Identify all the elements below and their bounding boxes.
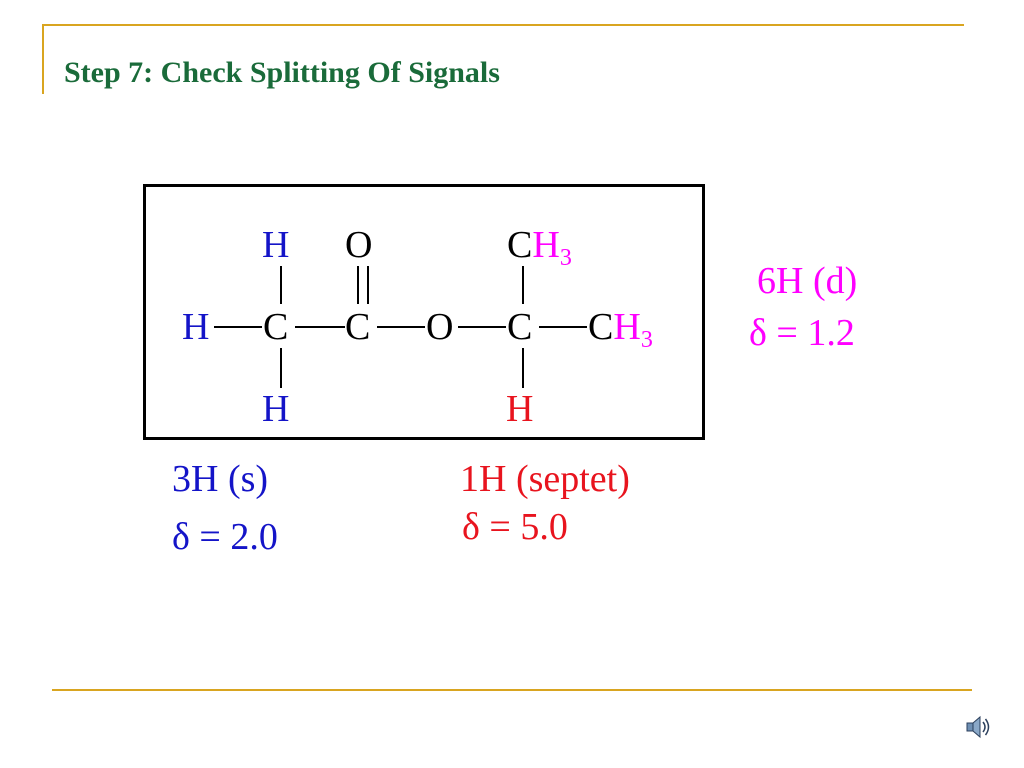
methine-septet-shift: δ = 5.0 (462, 506, 568, 548)
methyl-doublet-shift: δ = 1.2 (749, 312, 855, 354)
atom-ch3-top: CH3 (507, 224, 572, 271)
bond-c1-h-bottom (280, 348, 282, 388)
speaker-icon[interactable] (964, 712, 994, 742)
methine-septet-count: 1H (septet) (460, 458, 630, 500)
bond-c2-o-double-a (357, 266, 359, 304)
atom-h-bottom-right: H (506, 388, 534, 430)
atom-c1: C (263, 306, 289, 348)
molecule-box (143, 184, 705, 440)
bond-c2-o (377, 326, 425, 328)
bond-c2-o-double-b (367, 266, 369, 304)
atom-c3: C (507, 306, 533, 348)
atom-o-ester: O (426, 306, 454, 348)
bond-o-c3 (458, 326, 506, 328)
slide-title: Step 7: Check Splitting Of Signals (64, 56, 500, 89)
bottom-rule (52, 689, 972, 691)
bond-c3-ch3-right (539, 326, 587, 328)
bond-h-c1 (214, 326, 262, 328)
speaker-icon-graphic (966, 715, 990, 739)
atom-h-bottom-left: H (262, 388, 290, 430)
bond-c3-ch3-top (522, 266, 524, 304)
acetyl-singlet-count: 3H (s) (172, 458, 269, 500)
atom-h-top-left: H (262, 224, 290, 266)
bond-c1-c2 (295, 326, 345, 328)
top-rule (42, 24, 964, 26)
atom-ch3-right: CH3 (588, 306, 653, 353)
left-rule (42, 24, 44, 94)
bond-c3-h-bottom (522, 348, 524, 388)
atom-o-carbonyl: O (345, 224, 373, 266)
atom-c2: C (345, 306, 371, 348)
methyl-doublet-count: 6H (d) (757, 260, 858, 302)
acetyl-singlet-shift: δ = 2.0 (172, 516, 278, 558)
bond-c1-h-top (280, 266, 282, 304)
atom-h-left: H (182, 306, 210, 348)
